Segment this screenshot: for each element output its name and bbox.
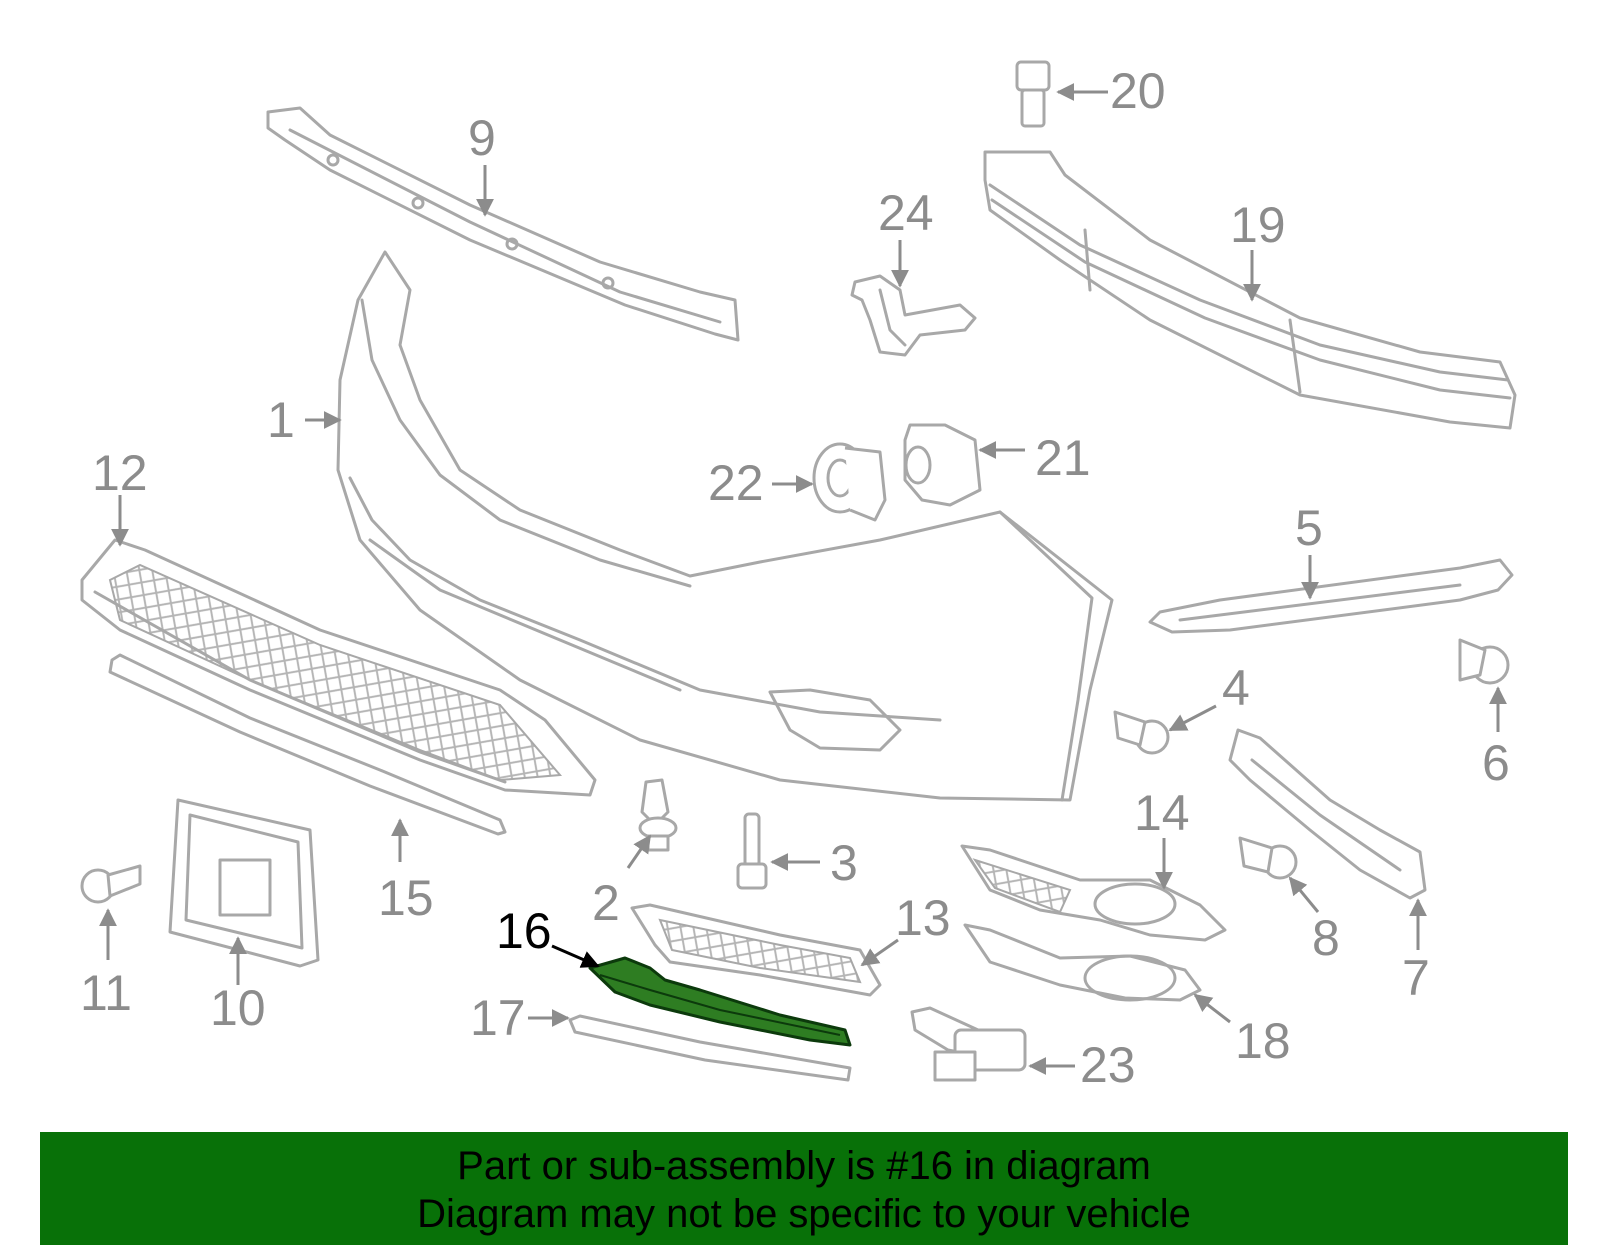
part-23-connector [910,1006,1027,1082]
leader-lines [99,83,1507,1075]
callout-4: 4 [1222,660,1250,716]
callout-5: 5 [1295,500,1323,556]
part-6-clip [1458,638,1510,685]
part-19-bumper-beam [983,150,1517,430]
part-18-fog-garnish [963,923,1202,1002]
part-22-sensor [812,442,887,522]
leader-18 [1193,993,1231,1024]
callout-3: 3 [830,835,858,891]
part-11-screw [80,864,142,904]
banner-line-1: Part or sub-assembly is #16 in diagram [457,1144,1151,1188]
part-7-side-spacer [1228,728,1427,900]
part-15-lower-molding [108,653,507,836]
info-banner: Part or sub-assembly is #16 in diagram D… [40,1132,1568,1245]
callout-19: 19 [1230,197,1286,253]
callout-9: 9 [468,110,496,166]
part-14-fog-grille [960,844,1227,942]
leader-8 [1288,876,1320,913]
callout-22: 22 [708,455,764,511]
callout-20: 20 [1110,63,1166,119]
callout-6: 6 [1482,735,1510,791]
callout-17: 17 [470,990,526,1046]
callout-15: 15 [378,870,434,926]
part-17-lower-strip [568,1014,852,1082]
part-21-sensor-holder [903,423,982,507]
part-13-grille-insert [630,903,882,997]
callout-2: 2 [592,875,620,931]
part-16-highlighted-molding [588,956,852,1047]
part-12-lower-grille [80,538,597,797]
part-2-retainer [638,778,678,852]
callout-11: 11 [80,965,132,1021]
callout-18: 18 [1235,1013,1291,1069]
leader-13 [860,938,899,967]
part-24-sensor-bracket [850,274,977,357]
part-20-bolt [1015,60,1051,128]
callout-14: 14 [1134,785,1190,841]
part-8-clip [1238,836,1298,880]
part-5-side-bracket [1148,558,1514,634]
callout-7: 7 [1402,950,1430,1006]
part-3-bolt [736,812,768,890]
callout-24: 24 [878,185,934,241]
leader-2 [626,834,652,869]
part-9-upper-bracket [266,106,740,342]
leader-16 [551,944,600,968]
callout-12: 12 [92,445,148,501]
callout-23: 23 [1080,1037,1136,1093]
callout-labels: 9 1 12 15 11 10 2 3 13 16 17 24 20 19 21… [80,63,1510,1093]
part-10-license-bracket [168,798,320,968]
callout-16: 16 [496,903,552,959]
part-4-clip [1113,710,1170,755]
callout-1: 1 [267,392,295,448]
banner-line-2: Diagram may not be specific to your vehi… [417,1192,1191,1236]
callout-8: 8 [1312,910,1340,966]
part-1-bumper-cover [336,250,1114,802]
callout-21: 21 [1035,430,1091,486]
callout-10: 10 [210,980,266,1036]
callout-13: 13 [895,890,951,946]
leader-4 [1168,704,1217,732]
